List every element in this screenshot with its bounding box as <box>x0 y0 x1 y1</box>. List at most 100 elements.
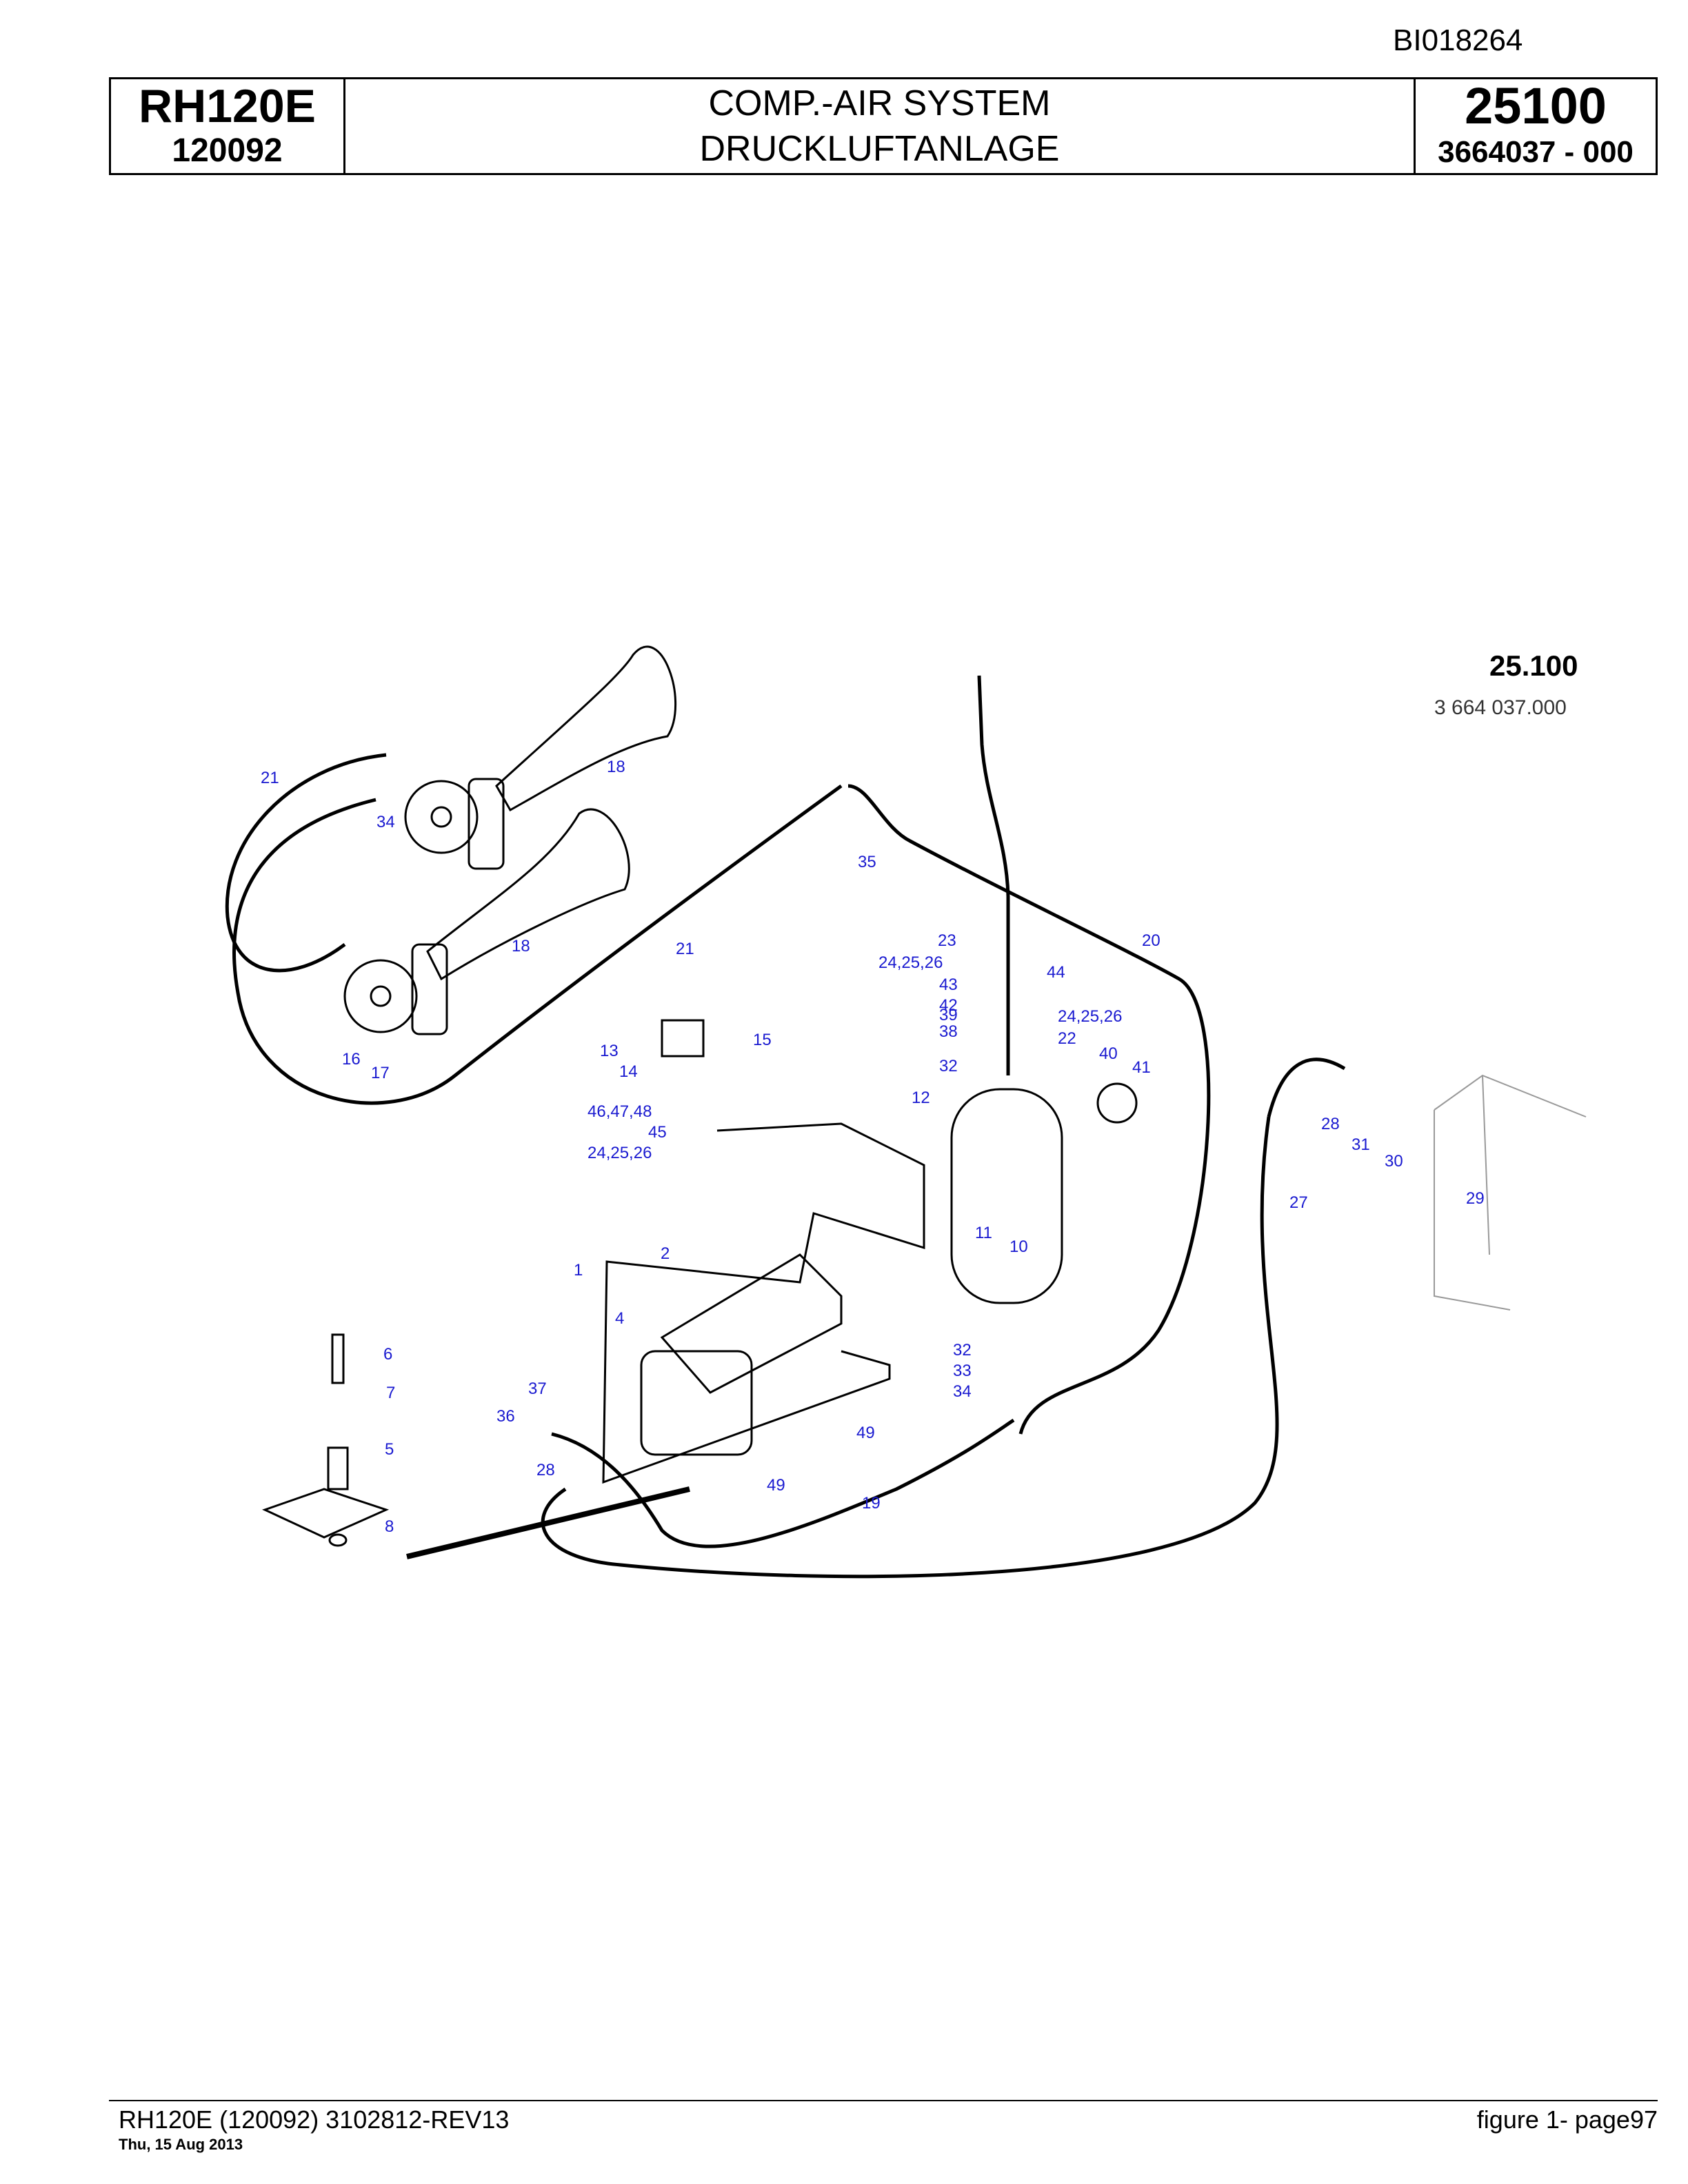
callout-label: 28 <box>1321 1115 1340 1133</box>
lower-horn-bracket <box>411 943 448 1035</box>
footer-rule <box>109 2100 1658 2101</box>
callout-label: 24,25,26 <box>878 953 943 972</box>
callout-label: 33 <box>953 1362 972 1380</box>
upper-horn-diaphragm <box>404 780 479 854</box>
callout-label: 41 <box>1132 1058 1151 1077</box>
title-english: COMP.-AIR SYSTEM <box>708 83 1051 123</box>
compressor-cooling-fins <box>660 1253 843 1394</box>
upper-horn-trumpet <box>495 645 677 812</box>
callout-label: 34 <box>953 1382 972 1401</box>
callout-label: 49 <box>856 1424 875 1442</box>
callout-label: 42 <box>939 996 958 1015</box>
callout-label: 23 <box>938 931 956 950</box>
title-cell: COMP.-AIR SYSTEM DRUCKLUFTANLAGE <box>345 79 1416 173</box>
hose-21-upper <box>225 753 387 973</box>
mount-detail <box>262 1333 390 1547</box>
callout-label: 39 <box>939 1006 958 1024</box>
callout-label: 24,25,26 <box>1058 1007 1122 1026</box>
group-cell: 25100 3664037 - 000 <box>1416 79 1656 173</box>
callout-label: 29 <box>1466 1189 1485 1208</box>
callout-label: 16 <box>342 1050 361 1069</box>
mounting-plate <box>602 1122 925 1484</box>
callout-label: 15 <box>753 1031 772 1049</box>
callout-label: 19 <box>862 1494 881 1513</box>
bolt-6 <box>331 1333 345 1384</box>
callout-label: 38 <box>939 1022 958 1041</box>
base-plate <box>262 1488 390 1539</box>
hose-27 <box>541 1058 1346 1579</box>
callout-label: 32 <box>939 1057 958 1075</box>
callout-label: 36 <box>496 1407 515 1426</box>
callout-label: 24,25,26 <box>587 1144 652 1162</box>
hose-20 <box>847 784 1211 1435</box>
callout-label: 17 <box>371 1064 390 1082</box>
serial-number: 120092 <box>172 132 283 169</box>
callout-label: 14 <box>619 1062 638 1081</box>
callout-label: 46,47,48 <box>587 1102 652 1121</box>
chassis-reference <box>1434 1074 1587 1311</box>
callout-label: 30 <box>1385 1152 1403 1171</box>
upper-horn-bracket <box>468 778 505 870</box>
callout-labels: 1245678101112131415161718181920212122232… <box>261 758 1485 1536</box>
callout-label: 10 <box>1009 1237 1028 1256</box>
spacer-5 <box>327 1446 349 1490</box>
callout-label: 45 <box>648 1123 667 1142</box>
upper-horn-center <box>430 806 452 828</box>
callout-label: 40 <box>1099 1044 1118 1063</box>
lower-horn-diaphragm <box>343 959 418 1033</box>
title-block: RH120E 120092 COMP.-AIR SYSTEM DRUCKLUFT… <box>109 77 1658 175</box>
drawing-number: 3 664 037.000 <box>1434 696 1567 719</box>
hose-21-lower <box>232 784 843 1105</box>
callout-label: 5 <box>385 1440 394 1459</box>
callout-label: 34 <box>376 813 395 831</box>
nut-8 <box>328 1533 348 1547</box>
callout-label: 44 <box>1047 963 1065 982</box>
footer-date: Thu, 15 Aug 2013 <box>119 2136 243 2153</box>
callout-label: 18 <box>512 937 530 956</box>
callout-label: 35 <box>858 853 876 871</box>
callout-label: 21 <box>261 769 279 787</box>
compressor-unit <box>602 1019 1138 1484</box>
horn-assembly <box>343 645 677 1035</box>
title-german: DRUCKLUFTANLAGE <box>699 129 1060 169</box>
callout-label: 37 <box>528 1379 547 1398</box>
drawing-group-label: 25.100 <box>1489 649 1578 682</box>
air-reservoir-12 <box>950 1088 1063 1304</box>
part-number: 3664037 - 000 <box>1438 135 1634 169</box>
callout-label: 27 <box>1289 1193 1308 1212</box>
document-id: BI018264 <box>1393 23 1523 57</box>
exploded-parts-drawing: 25.100 3 664 037.000 1 <box>225 645 1587 1579</box>
hose-19 <box>551 1418 1015 1548</box>
callout-label: 12 <box>912 1089 930 1107</box>
callout-label: 32 <box>953 1341 972 1359</box>
footer-page-ref: figure 1- page97 <box>1476 2105 1658 2134</box>
supply-line-23 <box>977 675 1010 1075</box>
air-hoses <box>225 675 1346 1579</box>
callout-label: 6 <box>383 1345 392 1364</box>
callout-label: 2 <box>661 1244 670 1263</box>
lower-horn-trumpet <box>426 808 630 981</box>
model-cell: RH120E 120092 <box>111 79 345 173</box>
callout-label: 11 <box>975 1224 992 1242</box>
callout-label: 20 <box>1142 931 1160 950</box>
callout-label: 7 <box>386 1384 395 1402</box>
callout-label: 49 <box>767 1476 785 1495</box>
callout-label: 8 <box>385 1517 394 1536</box>
callout-label: 28 <box>536 1461 555 1479</box>
callout-label: 43 <box>939 975 958 994</box>
callout-label: 18 <box>607 758 625 776</box>
callout-label: 21 <box>676 940 694 958</box>
model-name: RH120E <box>138 80 316 132</box>
callout-label: 4 <box>615 1309 624 1328</box>
callout-label: 22 <box>1058 1029 1076 1048</box>
callout-label: 1 <box>574 1261 583 1280</box>
footer-document-ref: RH120E (120092) 3102812-REV13 <box>119 2105 510 2134</box>
group-number: 25100 <box>1465 77 1607 134</box>
detail-pointer <box>406 1486 690 1559</box>
compressor-motor <box>640 1350 753 1456</box>
pressure-gauge-41 <box>1096 1082 1138 1124</box>
pressure-switch-15 <box>661 1019 705 1058</box>
callout-label: 13 <box>600 1042 619 1060</box>
lower-horn-center <box>370 985 392 1007</box>
callout-label: 31 <box>1352 1135 1370 1154</box>
